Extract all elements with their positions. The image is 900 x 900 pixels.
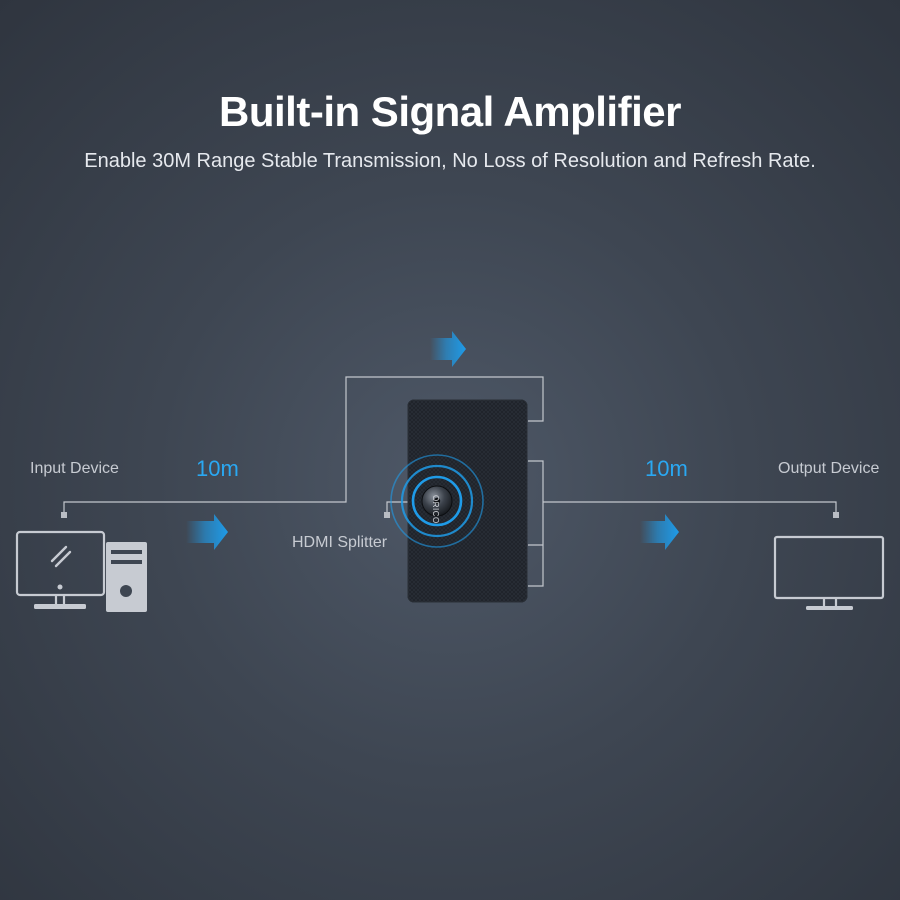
splitter-endpoint <box>384 512 390 518</box>
power-knob-icon <box>421 485 453 517</box>
input-device-label: Input Device <box>30 460 119 477</box>
hdmi-splitter-device <box>407 399 528 603</box>
right-arrow-icon <box>430 331 466 367</box>
hdmi-splitter-label: HDMI Splitter <box>292 534 388 551</box>
line-endpoints <box>61 512 839 518</box>
output-endpoint <box>833 512 839 518</box>
page-title: Built-in Signal Amplifier <box>219 88 681 135</box>
monitor-icon <box>773 535 885 610</box>
input-endpoint <box>61 512 67 518</box>
right-arrow-icon <box>186 514 228 550</box>
output-device-label: Output Device <box>778 460 880 477</box>
brand-logo: ORICO <box>431 495 440 524</box>
connection-lines <box>63 376 837 587</box>
signal-waves-icon <box>390 454 484 548</box>
output-distance-label: 10m <box>645 456 688 481</box>
desktop-computer-icon <box>15 530 147 612</box>
input-cable-line <box>63 376 544 515</box>
input-distance-label: 10m <box>196 456 239 481</box>
page-subtitle: Enable 30M Range Stable Transmission, No… <box>84 150 816 172</box>
output-cable-line <box>528 460 837 587</box>
right-arrow-icon <box>640 514 679 550</box>
